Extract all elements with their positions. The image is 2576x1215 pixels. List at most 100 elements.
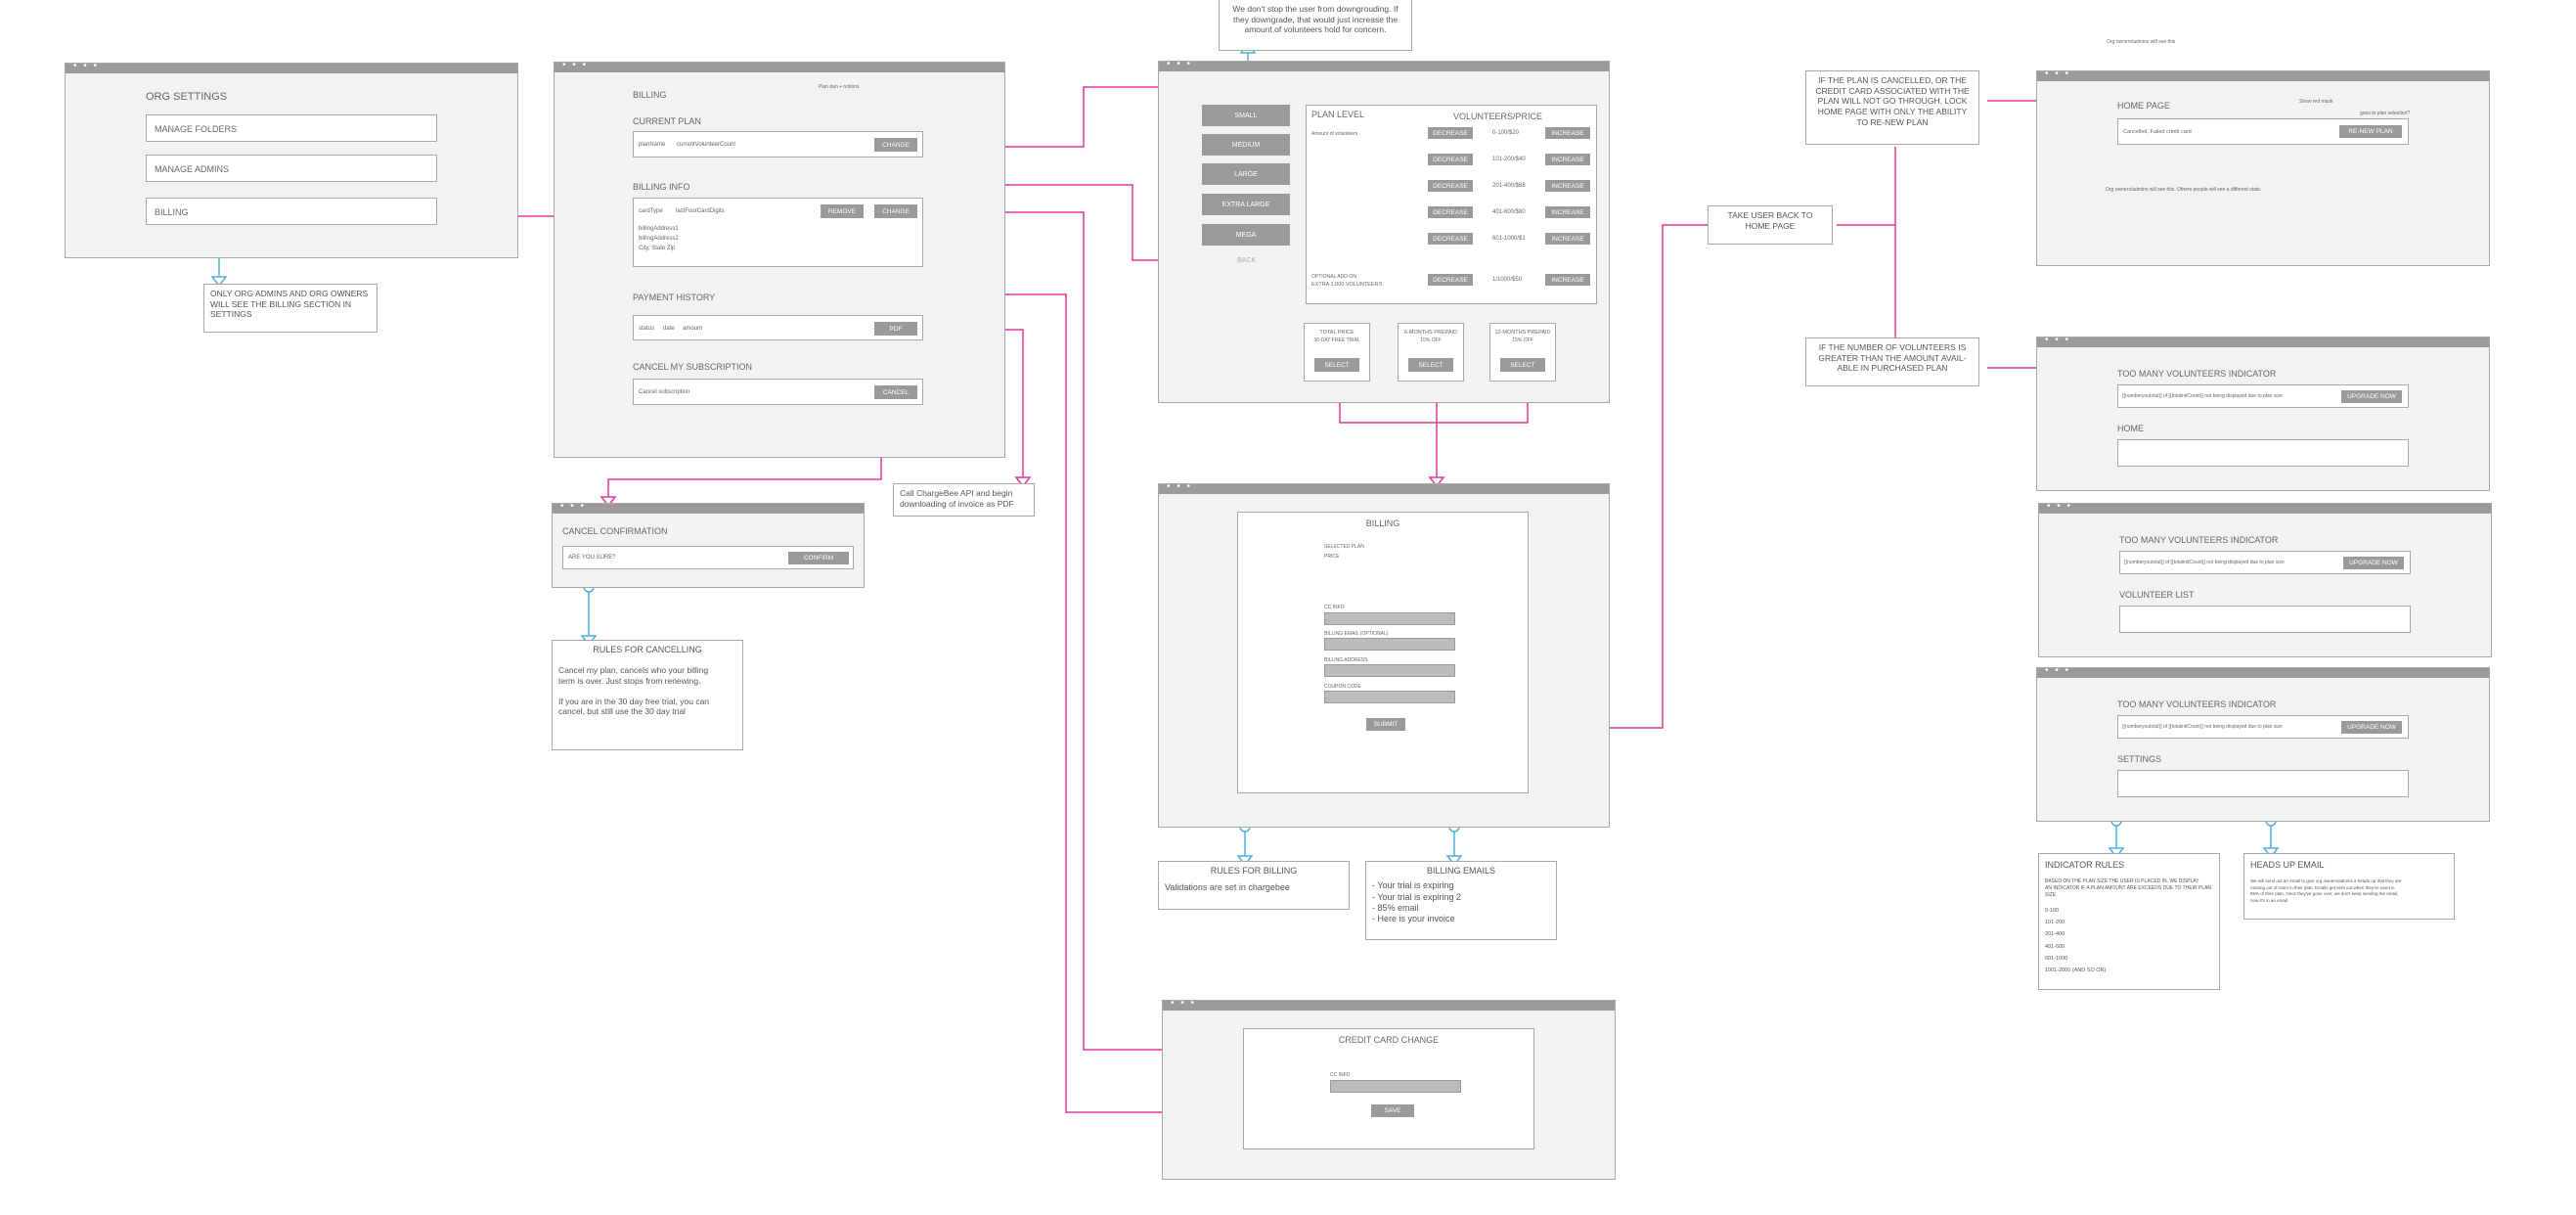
payment-history-row: status date amount PDF: [633, 315, 923, 340]
volunteer-range: 0-100/$20: [1492, 130, 1520, 136]
heads-up-email-note: HEADS UP EMAIL We will send out an email…: [2243, 853, 2455, 920]
upgrade-now-volunteer-button[interactable]: UPGRADE NOW: [2343, 557, 2404, 569]
cc-change-form: CREDIT CARD CHANGE CC INFO SAVE: [1243, 1028, 1534, 1149]
back-link[interactable]: BACK: [1237, 257, 1257, 264]
upgrade-now-settings-button[interactable]: UPGRADE NOW: [2341, 721, 2402, 734]
change-plan-button[interactable]: CHANGE: [874, 138, 917, 152]
current-plan-label: CURRENT PLAN: [633, 116, 701, 126]
cc-info-input[interactable]: [1324, 612, 1455, 625]
indicator-home-banner: [{numberyoutotal}] of [{totalinitCount}]…: [2117, 384, 2409, 408]
decrease-button[interactable]: DECREASE: [1428, 180, 1473, 192]
plan-selection-window: • • • SMALL MEDIUM LARGE EXTRA LARGE MEG…: [1158, 60, 1610, 403]
volunteer-range: 201-400/$68: [1492, 183, 1526, 189]
show-red-mask-note: Show red mask: [2299, 99, 2333, 105]
plan-mega[interactable]: MEGA: [1202, 224, 1290, 246]
select-12-months-button[interactable]: SELECT: [1500, 358, 1545, 372]
billing-form-window: • • • BILLING SELECTED PLAN PRICE CC INF…: [1158, 482, 1610, 828]
indicator-volunteer-section: VOLUNTEER LIST: [2119, 590, 2195, 600]
billing-form: BILLING SELECTED PLAN PRICE CC INFO BILL…: [1237, 512, 1529, 793]
credit-card-change-window: • • • CREDIT CARD CHANGE CC INFO SAVE: [1162, 999, 1616, 1180]
payment-history-label: PAYMENT HISTORY: [633, 292, 716, 302]
cancel-sub-label: CANCEL MY SUBSCRIPTION: [633, 362, 753, 372]
volunteer-range: 101-200/$40: [1492, 157, 1526, 162]
increase-button[interactable]: INCREASE: [1545, 233, 1590, 245]
cancel-sub-box: Cancel subscription CANCEL: [633, 379, 923, 405]
select-trial-button[interactable]: SELECT: [1314, 358, 1359, 372]
upgrade-now-home-button[interactable]: UPGRADE NOW: [2341, 390, 2402, 403]
locked-home-title: HOME PAGE: [2117, 101, 2170, 111]
plan-small[interactable]: SMALL: [1202, 105, 1290, 126]
indicator-home-window: • • • TOO MANY VOLUNTEERS INDICATOR [{nu…: [2036, 336, 2490, 491]
plan-selection-side-note: goes to plan selection?: [2360, 111, 2411, 116]
confirm-cancel-button[interactable]: CONFIRM: [788, 552, 849, 564]
indicator-volunteer-title: TOO MANY VOLUNTEERS INDICATOR: [2119, 535, 2279, 545]
note-downgrade: We don't stop the user from downgrouding…: [1219, 0, 1412, 51]
increase-button[interactable]: INCREASE: [1545, 206, 1590, 218]
volunteer-range: 601-1000/$1: [1492, 236, 1526, 242]
billing-info-label: BILLING INFO: [633, 182, 690, 192]
rules-billing-note: RULES FOR BILLING Validations are set in…: [1158, 861, 1350, 910]
plan-extra-large[interactable]: EXTRA LARGE: [1202, 194, 1290, 215]
settings-content-box: [2117, 770, 2409, 797]
decrease-button[interactable]: DECREASE: [1428, 206, 1473, 218]
option-6-months: 6-MONTHS PREPAID 10% OFF SELECT: [1398, 323, 1464, 382]
indicator-rules-note: INDICATOR RULES BASED ON THE PLAN SIZE T…: [2038, 853, 2220, 990]
increase-button[interactable]: INCREASE: [1545, 127, 1590, 139]
decrease-button[interactable]: DECREASE: [1428, 233, 1473, 245]
indicator-volunteer-banner: [{numberyoutotal}] of [{totalinitCount}]…: [2119, 551, 2411, 574]
top-right-note: Org owners/admins will see this: [2107, 39, 2176, 45]
billing-page-window: • • • BILLING Plan dan + notions CURRENT…: [554, 61, 1005, 458]
increase-button[interactable]: INCREASE: [1545, 154, 1590, 165]
current-plan-box: planName currentVolunteerCount CHANGE: [633, 131, 923, 158]
option-total-price: TOTAL PRICE 30-DAY FREE TRIAL SELECT: [1304, 323, 1370, 382]
billing-address-input[interactable]: [1324, 664, 1455, 677]
plan-level-box: PLAN LEVEL VOLUNTEERS/PRICE Amount of vo…: [1306, 105, 1597, 304]
cancel-subscription-button[interactable]: CANCEL: [874, 385, 917, 399]
plan-medium[interactable]: MEDIUM: [1202, 134, 1290, 156]
change-card-button[interactable]: CHANGE: [874, 204, 917, 218]
save-card-button[interactable]: SAVE: [1371, 1104, 1414, 1117]
decrease-button[interactable]: DECREASE: [1428, 127, 1473, 139]
cancel-confirmation-title: CANCEL CONFIRMATION: [562, 526, 668, 536]
cancel-confirmation-box: ARE YOU SURE? CONFIRM: [562, 546, 854, 569]
remove-card-button[interactable]: REMOVE: [821, 204, 864, 218]
locked-home-banner: Cancelled, Failed credit card re-new pla…: [2117, 118, 2409, 145]
indicator-settings-window: • • • TOO MANY VOLUNTEERS INDICATOR [{nu…: [2036, 666, 2490, 822]
manage-admins-button[interactable]: MANAGE ADMINS: [146, 155, 437, 182]
indicator-settings-banner: [{numberyoutotal}] of [{totalinitCount}]…: [2117, 715, 2409, 739]
billing-title: BILLING: [633, 90, 667, 100]
indicator-home-title: TOO MANY VOLUNTEERS INDICATOR: [2117, 369, 2277, 379]
decrease-button[interactable]: DECREASE: [1428, 154, 1473, 165]
org-settings-title: ORG SETTINGS: [146, 91, 228, 103]
cancel-confirmation-window: • • • CANCEL CONFIRMATION ARE YOU SURE? …: [552, 502, 865, 588]
manage-folders-button[interactable]: MANAGE FOLDERS: [146, 114, 437, 142]
submit-billing-button[interactable]: SUBMIT: [1366, 718, 1405, 731]
indicator-settings-section: SETTINGS: [2117, 754, 2162, 764]
billing-info-box: cardType lastFourCardDigits REMOVE CHANG…: [633, 198, 923, 267]
addon-decrease-button[interactable]: DECREASE: [1428, 274, 1473, 286]
cc-change-input[interactable]: [1330, 1080, 1461, 1093]
increase-button[interactable]: INCREASE: [1545, 180, 1590, 192]
coupon-input[interactable]: [1324, 691, 1455, 703]
option-12-months: 12-MONTHS PREPAID 15% OFF SELECT: [1489, 323, 1556, 382]
indicator-settings-title: TOO MANY VOLUNTEERS INDICATOR: [2117, 699, 2277, 709]
volunteer-list-box: [2119, 606, 2411, 633]
locked-home-window: • • • HOME PAGE Show red mask Cancelled,…: [2036, 69, 2490, 266]
pdf-button[interactable]: PDF: [874, 322, 917, 336]
home-content-box: [2117, 439, 2409, 467]
addon-increase-button[interactable]: INCREASE: [1545, 274, 1590, 286]
indicator-home-section: HOME: [2117, 424, 2144, 433]
org-settings-window: • • • ORG SETTINGS MANAGE FOLDERS MANAGE…: [65, 62, 518, 258]
select-6-months-button[interactable]: SELECT: [1408, 358, 1453, 372]
renew-plan-button[interactable]: re-new plan: [2339, 125, 2402, 138]
billing-menu-button[interactable]: BILLING: [146, 198, 437, 225]
plan-large[interactable]: LARGE: [1202, 163, 1290, 185]
plan-note: Plan dan + notions: [819, 84, 860, 90]
indicator-volunteer-window: • • • TOO MANY VOLUNTEERS INDICATOR [{nu…: [2038, 502, 2492, 657]
billing-email-input[interactable]: [1324, 638, 1455, 651]
